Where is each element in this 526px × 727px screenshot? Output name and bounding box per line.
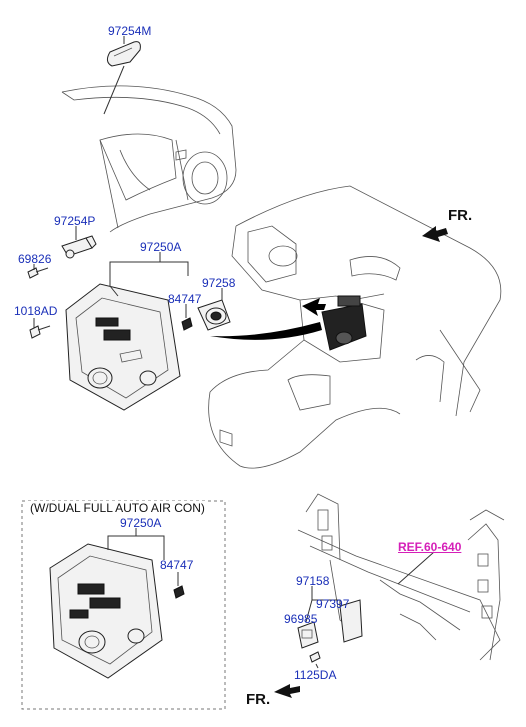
screw-1018AD[interactable] (29, 325, 51, 339)
label-97397[interactable]: 97397 (316, 597, 350, 611)
label-84747-top[interactable]: 84747 (168, 292, 202, 306)
control-panel-97250A-dual[interactable] (49, 543, 163, 679)
label-1018AD[interactable]: 1018AD (14, 304, 58, 318)
sensor-97254M[interactable] (106, 41, 141, 67)
sensor-97254P[interactable] (61, 235, 97, 259)
bracket-97397[interactable] (339, 599, 363, 643)
label-97258[interactable]: 97258 (202, 276, 236, 290)
fr-arrow-bottom-icon (274, 684, 300, 698)
control-panel-97250A[interactable] (65, 283, 181, 411)
clip-84747-box[interactable] (173, 585, 185, 599)
label-69826[interactable]: 69826 (18, 252, 52, 266)
label-97250A-box[interactable]: 97250A (120, 516, 162, 530)
label-97158[interactable]: 97158 (296, 574, 330, 588)
dashboard-drawing (208, 185, 502, 469)
label-97254P[interactable]: 97254P (54, 214, 96, 228)
label-97254M[interactable]: 97254M (108, 24, 152, 38)
label-96985[interactable]: 96985 (284, 612, 318, 626)
fr-direction-bottom: FR. (246, 691, 271, 708)
module-96985[interactable] (297, 621, 319, 649)
leader-arrow (210, 322, 322, 340)
switch-97258[interactable] (197, 299, 231, 331)
variant-box (21, 500, 226, 710)
dashboard-control-panel (321, 295, 367, 351)
variant-box-title: (W/DUAL FULL AUTO AIR CON) (28, 501, 207, 515)
label-97250A-top[interactable]: 97250A (140, 240, 182, 254)
ref-link-60-640[interactable]: REF.60-640 (398, 540, 462, 554)
clip-84747-top[interactable] (181, 317, 193, 331)
crash-pad-frame (297, 493, 505, 661)
label-1125DA[interactable]: 1125DA (294, 668, 337, 682)
screw-1125DA[interactable] (309, 651, 321, 663)
vehicle-exterior-drawing (61, 85, 237, 233)
screw-69826[interactable] (27, 267, 49, 279)
pointer-arrow (302, 298, 326, 316)
fr-arrow-top-icon (422, 226, 448, 242)
fr-direction-top: FR. (448, 207, 473, 224)
label-84747-box[interactable]: 84747 (160, 558, 194, 572)
